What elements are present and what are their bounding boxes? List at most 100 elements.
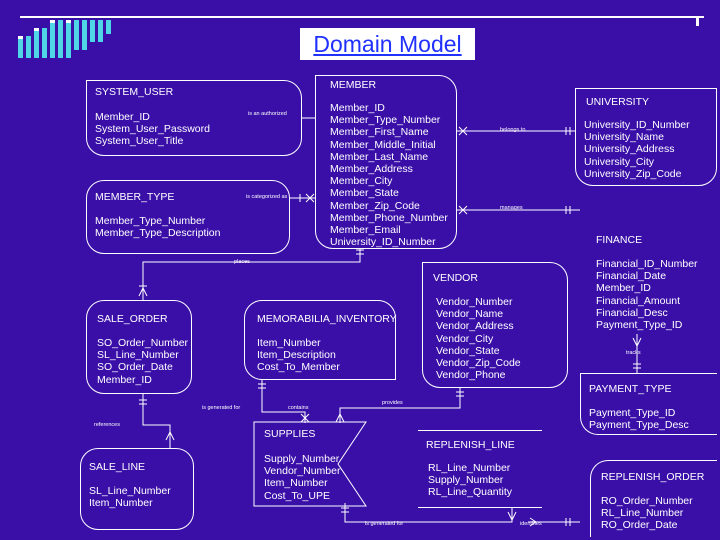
relationship-label-tracks: tracks — [626, 350, 641, 356]
entity-name: SUPPLIES — [264, 428, 316, 440]
attribute: Vendor_City — [436, 332, 494, 345]
relationship-label-contains: contains — [288, 405, 309, 411]
attribute: Item_Description — [257, 349, 336, 362]
attribute: SO_Order_Date — [97, 361, 173, 374]
attribute: Vendor_Number — [436, 296, 513, 308]
relationship-label-is-generated-for-supplies: is generated for — [365, 521, 404, 527]
attribute: Item_Number — [89, 497, 153, 510]
attribute-list: Member_Type_Number Member_Type_Descripti… — [95, 215, 220, 239]
attribute: Vendor_State — [436, 344, 500, 357]
attribute-list: Vendor_Number Vendor_Name Vendor_Address… — [436, 296, 521, 381]
attribute: SL_Line_Number — [89, 485, 171, 497]
relationship-label-is-generated-for: is generated for — [202, 405, 241, 411]
attribute: Member_Address — [330, 163, 413, 176]
entity-name: UNIVERSITY — [586, 96, 650, 108]
attribute-list: SO_Order_Number SL_Line_Number SO_Order_… — [97, 337, 188, 386]
attribute: University_Name — [584, 131, 664, 144]
attribute: SO_Order_Number — [97, 337, 189, 349]
relationship-label-is-authorized: is an authorized — [248, 111, 287, 117]
entity-name: REPLENISH_ORDER — [601, 471, 705, 483]
attribute-list: Financial_ID_Number Financial_Date Membe… — [596, 258, 698, 331]
attribute-list: Item_Number Item_Description Cost_To_Mem… — [257, 337, 340, 374]
relationship-label-references: references — [94, 422, 120, 428]
attribute: Member_Last_Name — [330, 150, 429, 163]
entity-vendor[interactable]: VENDOR Vendor_Number Vendor_Name Vendor_… — [422, 262, 568, 388]
attribute-list: Payment_Type_ID Payment_Type_Desc — [589, 407, 689, 431]
attribute: Cost_To_UPE — [264, 489, 330, 502]
attribute: Item_Number — [264, 477, 328, 490]
attribute: Payment_Type_ID — [596, 319, 683, 332]
entity-system-user[interactable]: SYSTEM_USER Member_ID System_User_Passwo… — [86, 80, 302, 156]
attribute: RL_Line_Number — [601, 507, 684, 520]
attribute: Member_ID — [330, 102, 385, 114]
attribute: Payment_Type_ID — [589, 407, 676, 419]
attribute: Vendor_Number — [264, 465, 341, 478]
attribute: University_ID_Number — [330, 236, 436, 249]
attribute-list: RO_Order_Number RL_Line_Number RO_Order_… — [601, 495, 693, 532]
attribute: RL_Line_Quantity — [428, 486, 513, 499]
attribute: Member_Phone_Number — [330, 211, 448, 224]
attribute-list: University_ID_Number University_Name Uni… — [584, 119, 690, 180]
attribute: Item_Number — [257, 337, 321, 349]
attribute: Supply_Number — [264, 453, 340, 465]
attribute: Member_Email — [330, 224, 401, 237]
attribute: Cost_To_Member — [257, 361, 340, 374]
entity-name: MEMBER_TYPE — [95, 191, 175, 203]
entity-name: SYSTEM_USER — [95, 86, 174, 98]
attribute: Member_Type_Number — [95, 215, 206, 227]
relationship-label-is-categorized-as: is categorized as — [246, 194, 288, 200]
attribute: Member_Type_Number — [330, 114, 441, 127]
attribute-list: Member_ID System_User_Password System_Us… — [95, 111, 210, 148]
attribute: Vendor_Zip_Code — [436, 357, 521, 370]
entity-replenish-order[interactable]: REPLENISH_ORDER RO_Order_Number RL_Line_… — [590, 460, 717, 537]
entity-name: PAYMENT_TYPE — [589, 383, 672, 395]
attribute: Vendor_Phone — [436, 369, 506, 382]
attribute: Member_Middle_Initial — [330, 138, 436, 151]
attribute: University_Address — [584, 143, 675, 156]
attribute: Financial_Amount — [596, 294, 681, 307]
attribute: RO_Order_Number — [601, 495, 693, 507]
attribute: Member_ID — [97, 373, 152, 386]
attribute: University_Zip_Code — [584, 167, 682, 180]
attribute-list: Member_ID Member_Type_Number Member_Firs… — [330, 102, 448, 248]
entity-university[interactable]: UNIVERSITY University_ID_Number Universi… — [575, 88, 717, 186]
relationship-label-manages: manages — [500, 205, 523, 211]
attribute: Vendor_Address — [436, 320, 514, 333]
attribute: Financial_Date — [596, 270, 667, 283]
attribute: Member_State — [330, 187, 399, 200]
entity-member-type[interactable]: MEMBER_TYPE Member_Type_Number Member_Ty… — [86, 180, 290, 254]
attribute: System_User_Password — [95, 123, 210, 136]
entity-replenish-line[interactable]: REPLENISH_LINE RL_Line_Number Supply_Num… — [418, 430, 542, 508]
relationship-label-provides: provides — [382, 400, 403, 406]
entity-supplies[interactable]: SUPPLIES Supply_Number Vendor_Number Ite… — [254, 423, 364, 503]
attribute: Supply_Number — [428, 474, 504, 487]
attribute: Member_Type_Description — [95, 227, 221, 240]
attribute: Member_ID — [596, 282, 651, 295]
attribute-list: RL_Line_Number Supply_Number RL_Line_Qua… — [428, 462, 512, 499]
decorative-stripes — [18, 16, 704, 58]
attribute: RL_Line_Number — [428, 462, 511, 474]
entity-payment-type[interactable]: PAYMENT_TYPE Payment_Type_ID Payment_Typ… — [580, 373, 717, 435]
attribute: Member_City — [330, 175, 393, 188]
entity-name: FINANCE — [596, 234, 643, 246]
entity-name: MEMBER — [330, 79, 377, 91]
attribute: Financial_ID_Number — [596, 258, 698, 270]
attribute: Member_First_Name — [330, 126, 429, 139]
attribute: University_City — [584, 155, 655, 168]
entity-sale-line[interactable]: SALE_LINE SL_Line_Number Item_Number — [80, 448, 194, 530]
attribute: System_User_Title — [95, 135, 184, 148]
entity-name: REPLENISH_LINE — [426, 439, 515, 451]
supplies-diamond-outline — [253, 421, 367, 507]
entity-finance[interactable]: FINANCE Financial_ID_Number Financial_Da… — [586, 228, 714, 334]
entity-name: SALE_ORDER — [97, 313, 168, 325]
entity-member[interactable]: MEMBER Member_ID Member_Type_Number Memb… — [315, 75, 457, 249]
attribute: RO_Order_Date — [601, 519, 678, 532]
attribute: Member_Zip_Code — [330, 199, 420, 212]
entity-memorabilia-inventory[interactable]: MEMORABILIA_INVENTORY Item_Number Item_D… — [244, 300, 397, 380]
entity-name: VENDOR — [433, 272, 478, 284]
attribute-list: Supply_Number Vendor_Number Item_Number … — [264, 453, 340, 502]
attribute: SL_Line_Number — [97, 349, 179, 362]
attribute: Financial_Desc — [596, 306, 668, 319]
entity-sale-order[interactable]: SALE_ORDER SO_Order_Number SL_Line_Numbe… — [86, 300, 192, 394]
